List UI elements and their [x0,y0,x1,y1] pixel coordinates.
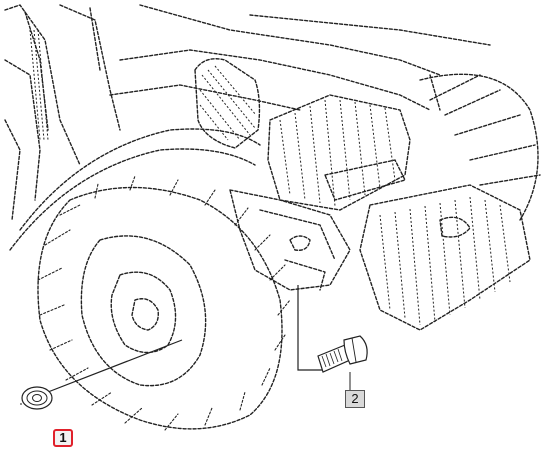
hex-bolt [317,335,368,392]
callout-2-label[interactable]: 2 [345,390,365,408]
callout-1-label[interactable]: 1 [53,429,73,447]
flange-nut [18,386,53,410]
right-front-tire [419,73,541,221]
front-axle-bracket [229,189,351,371]
side-vent-grille [194,58,261,149]
front-weights [359,184,531,331]
hood [109,4,491,111]
cab-frame [4,4,121,221]
left-front-tire [37,175,291,431]
fender [9,128,261,251]
callout-1-text: 1 [59,430,67,445]
front-grille [267,94,411,211]
leader-line-1 [47,339,183,393]
callout-2-text: 2 [351,391,359,406]
